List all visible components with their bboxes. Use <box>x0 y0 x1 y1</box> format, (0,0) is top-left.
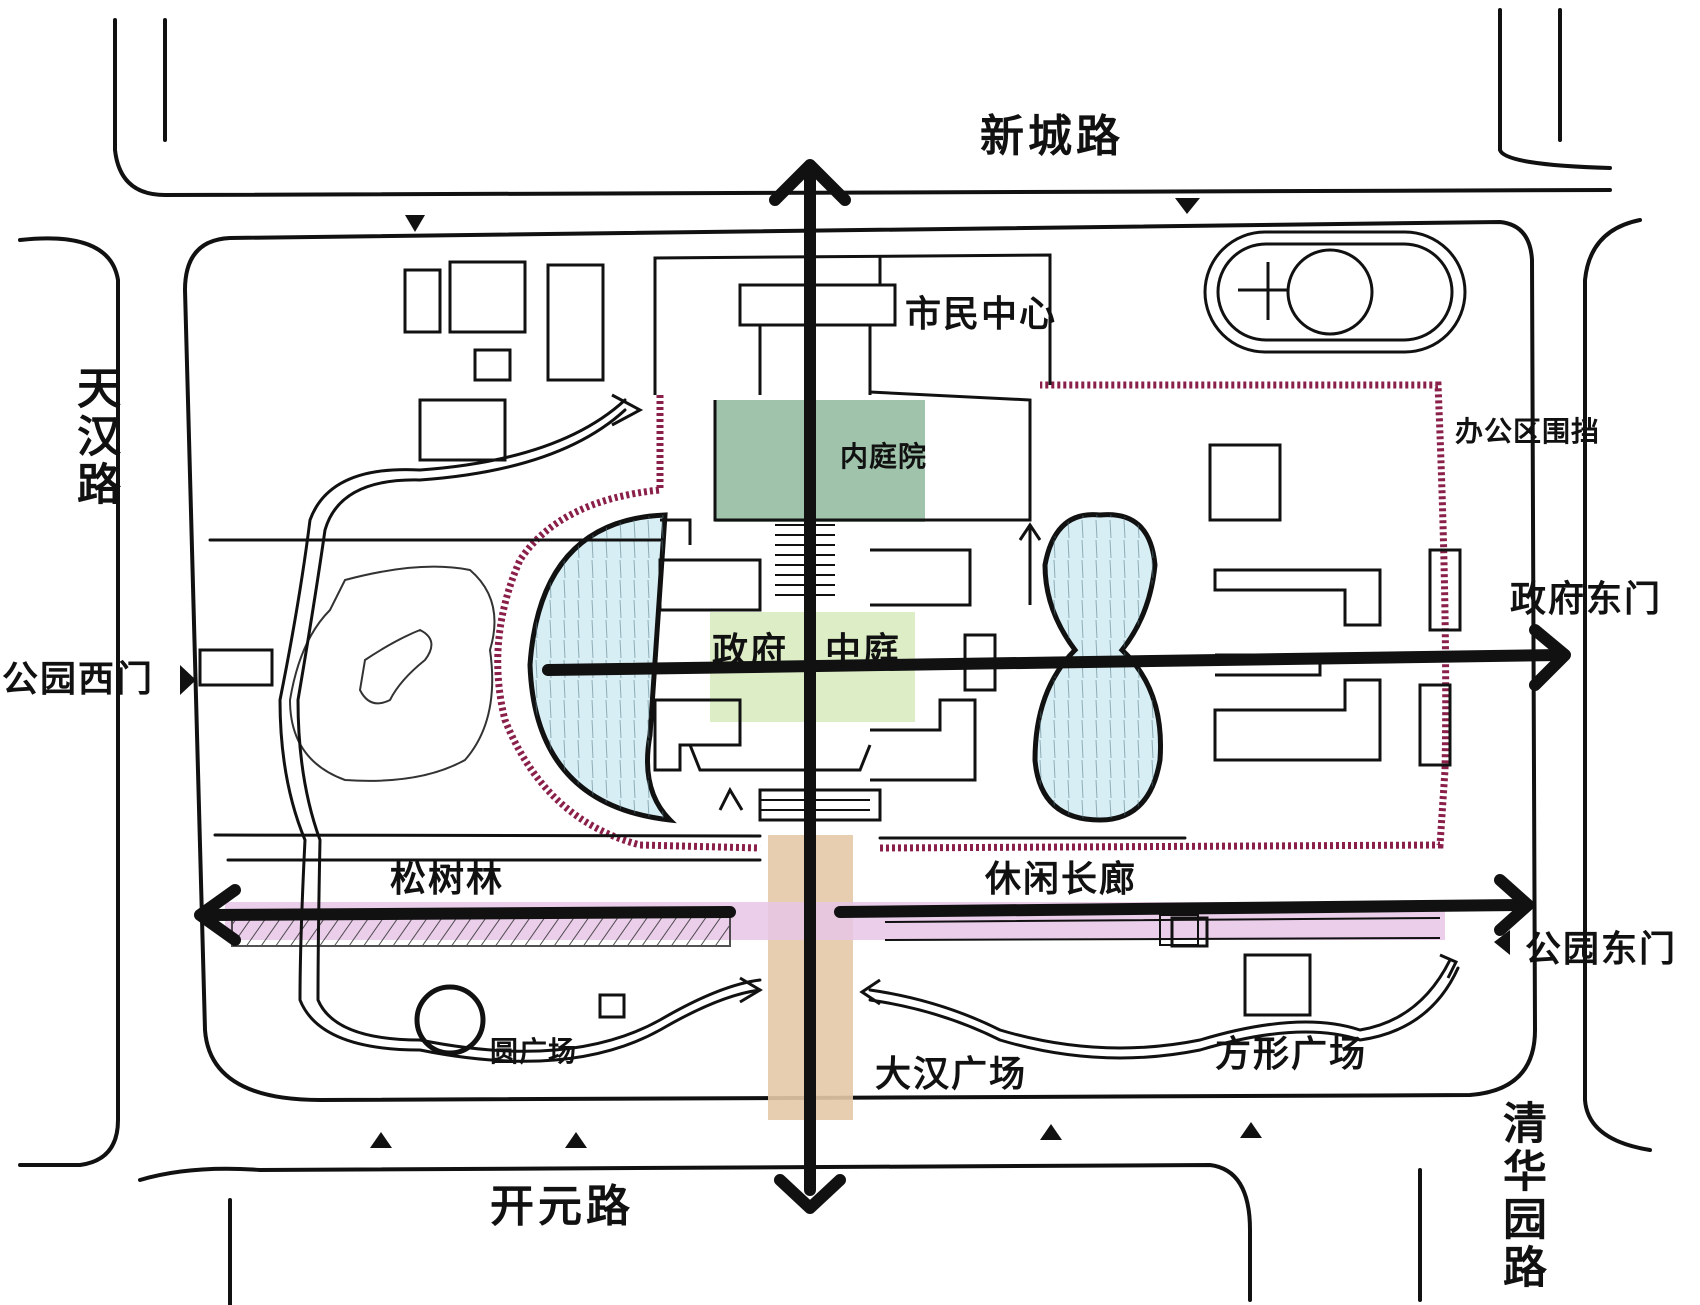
area-label-square-plaza: 方形广场 <box>1215 1034 1368 1075</box>
round-plaza-circle <box>414 984 486 1056</box>
road-label-south: 开元路 <box>490 1181 634 1232</box>
pine-forest-hatch <box>231 915 731 947</box>
area-label-inner-courtyard: 内庭院 <box>840 440 928 473</box>
area-label-pine-forest: 松树林 <box>390 859 505 900</box>
leisure-corridor <box>884 917 1441 941</box>
road-outlines <box>18 8 1652 1305</box>
axis-arrowheads <box>194 159 1571 1214</box>
road-label-southeast: 清华园路 <box>1495 1100 1546 1292</box>
inner-courtyard-zone <box>715 400 925 522</box>
entrance-markers <box>180 198 1510 1148</box>
corridor-pavilion <box>1159 914 1199 946</box>
road-label-north: 新城路 <box>980 111 1124 162</box>
main-axes <box>204 172 1566 1196</box>
road-label-west: 天汉路 <box>69 365 120 509</box>
gate-label-gov-east: 政府东门 <box>1510 579 1663 620</box>
area-label-round-plaza: 圆广场 <box>490 1035 578 1068</box>
path-arrows <box>611 393 1459 1006</box>
west-lake-island <box>358 628 433 705</box>
area-label-grand-plaza: 大汉广场 <box>875 1054 1028 1095</box>
west-lake-outline <box>288 565 496 782</box>
area-label-gov-courtyard-2: 中庭 <box>825 631 902 672</box>
gate-label-park-east: 公园东门 <box>1525 929 1678 970</box>
area-label-leisure-corridor: 休闲长廊 <box>985 859 1138 900</box>
area-label-gov-courtyard-1: 政府 <box>712 631 789 672</box>
garden-paths <box>208 398 1460 1063</box>
gate-label-park-west: 公园西门 <box>2 659 155 700</box>
area-label-civic-center: 市民中心 <box>905 294 1058 335</box>
site-boundary <box>182 219 1538 1103</box>
area-label-office-fence: 办公区围挡 <box>1455 415 1601 448</box>
sports-track <box>1203 230 1467 354</box>
office-fence <box>494 381 1450 852</box>
